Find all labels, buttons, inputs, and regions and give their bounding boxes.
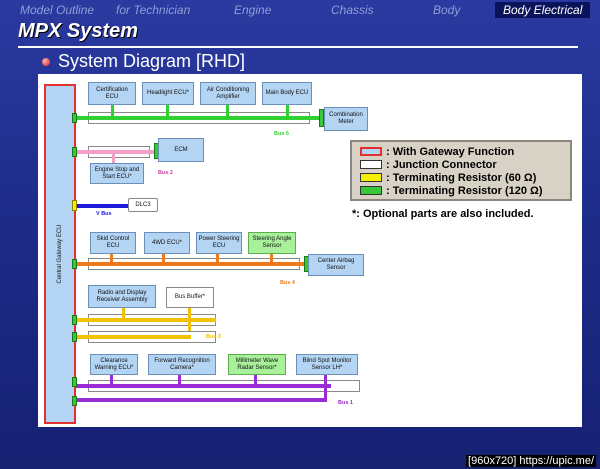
- blind-spot-monitor-sensor-lh: Blind Spot Monitor Sensor LH*: [296, 354, 358, 375]
- vbus-label: V Bus: [96, 211, 112, 217]
- bus4-term-left: [72, 259, 77, 269]
- bus1-line-lower: [76, 398, 326, 402]
- bus1-drop: [254, 374, 257, 386]
- bus3-link: [188, 319, 191, 337]
- legend-swatch: [360, 147, 382, 156]
- combination-meter: Combination Meter: [324, 107, 368, 131]
- radio-display-receiver-assembly: Radio and Display Receiver Assembly: [88, 285, 156, 308]
- bus3-drop: [188, 307, 191, 319]
- nav-item-for-technician[interactable]: for Technician: [116, 3, 191, 17]
- central-gateway-label: Central Gateway ECU: [57, 224, 63, 284]
- steering-angle-sensor: Steering Angle Sensor: [248, 232, 296, 254]
- bus5-term-right: [319, 109, 324, 127]
- bus-buffer: Bus Buffer*: [166, 287, 214, 308]
- engine-stop-start-ecu: Engine Stop and Start ECU*: [90, 163, 144, 184]
- section-title: System Diagram [RHD]: [58, 51, 246, 71]
- bus1-term: [72, 377, 77, 387]
- top-nav: Model Outline for Technician Engine Chas…: [0, 0, 600, 21]
- bus3-line-upper: [76, 318, 216, 322]
- bus4-drop: [162, 254, 165, 264]
- bullet-icon: [42, 58, 50, 66]
- legend-item-term60: : Terminating Resistor (60 Ω): [360, 172, 536, 184]
- bus4-label: Bus 4: [280, 280, 295, 286]
- millimeter-wave-radar-sensor: Millimeter Wave Radar Sensor*: [228, 354, 286, 375]
- bus2-term-left: [72, 147, 77, 157]
- nav-item-body[interactable]: Body: [433, 3, 461, 17]
- nav-item-model-outline[interactable]: Model Outline: [20, 3, 95, 17]
- bus1-drop: [324, 374, 327, 402]
- bus1-drop: [110, 374, 113, 386]
- bus1-drop: [178, 374, 181, 386]
- center-airbag-sensor: Center Airbag Sensor: [308, 254, 364, 276]
- bus5-line: [76, 116, 319, 120]
- bus3-line-lower: [76, 335, 191, 339]
- nav-item-chassis[interactable]: Chassis: [331, 3, 374, 17]
- central-gateway-ecu: Central Gateway ECU: [44, 84, 76, 424]
- clearance-warning-ecu: Clearance Warning ECU*: [90, 354, 138, 375]
- footer-watermark: [960x720] https://upic.me/: [466, 455, 596, 467]
- ecm: ECM: [158, 138, 204, 162]
- bus5-drop: [286, 104, 289, 117]
- bus2-drop: [112, 153, 115, 163]
- bus5-term-left: [72, 113, 77, 123]
- forward-recognition-camera: Forward Recognition Camera*: [148, 354, 216, 375]
- bus4-drop: [270, 254, 273, 264]
- main-body-ecu: Main Body ECU: [262, 82, 312, 105]
- bus2-line: [76, 150, 156, 154]
- dlc3-connector: DLC3: [128, 198, 158, 212]
- bus4-line: [76, 262, 305, 266]
- bus1-line-upper: [76, 384, 331, 388]
- bus1-term: [72, 396, 77, 406]
- headlight-ecu: Headlight ECU*: [142, 82, 194, 105]
- bus5-drop: [111, 104, 114, 117]
- legend-item-junction: : Junction Connector: [360, 159, 497, 171]
- bus5-drop: [166, 104, 169, 117]
- certification-ecu: Certification ECU: [88, 82, 136, 105]
- air-conditioning-amplifier: Air Conditioning Amplifier: [200, 82, 256, 105]
- bus3-term: [72, 315, 77, 325]
- vbus-term: [72, 200, 77, 211]
- legend-item-term120: : Terminating Resistor (120 Ω): [360, 185, 543, 197]
- title-rule: [18, 46, 578, 48]
- legend-swatch: [360, 186, 382, 195]
- bus5-label: Bus 5: [274, 131, 289, 137]
- skid-control-ecu: Skid Control ECU: [90, 232, 136, 254]
- bus1-label: Bus 1: [338, 400, 353, 406]
- bus3-term: [72, 332, 77, 342]
- bus5-drop: [226, 104, 229, 117]
- legend-swatch: [360, 160, 382, 169]
- legend-swatch: [360, 173, 382, 182]
- vbus-line: [76, 204, 130, 208]
- legend-item-gateway: : With Gateway Function: [360, 146, 514, 158]
- diagram-panel: Central Gateway ECU Certification ECU He…: [38, 74, 582, 427]
- legend: : With Gateway Function : Junction Conne…: [350, 140, 572, 201]
- bus3-drop: [122, 307, 125, 319]
- bus4-drop: [216, 254, 219, 264]
- nav-item-body-electrical[interactable]: Body Electrical: [495, 2, 591, 18]
- power-steering-ecu: Power Steering ECU: [196, 232, 242, 254]
- 4wd-ecu: 4WD ECU*: [144, 232, 190, 254]
- bus2-label: Bus 2: [158, 170, 173, 176]
- bus4-drop: [110, 254, 113, 264]
- optional-parts-note: *: Optional parts are also included.: [352, 208, 534, 220]
- page-title: MPX System: [18, 20, 139, 42]
- nav-item-engine[interactable]: Engine: [234, 3, 272, 17]
- bus3-label: Bus 3: [206, 334, 221, 340]
